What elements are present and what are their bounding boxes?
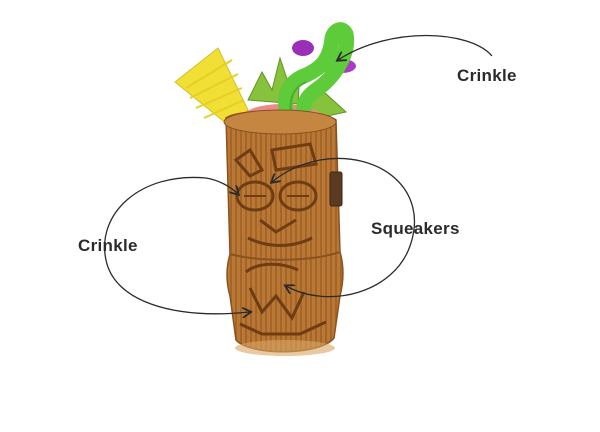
pineapple-wedge xyxy=(174,47,249,129)
callout-line-squeakers xyxy=(286,157,416,298)
tiki-cup xyxy=(223,109,344,356)
label-squeakers: Squeakers xyxy=(371,219,460,238)
callout-line-crinkle-left-upper xyxy=(205,177,238,194)
label-crinkle-left: Crinkle xyxy=(78,236,138,255)
green-straw xyxy=(278,22,355,132)
label-crinkle-top: Crinkle xyxy=(457,66,517,85)
callout-line-crinkle-top xyxy=(338,34,493,61)
callout-line-squeakers-upper xyxy=(272,159,321,182)
callout-line-crinkle-left xyxy=(104,176,250,313)
